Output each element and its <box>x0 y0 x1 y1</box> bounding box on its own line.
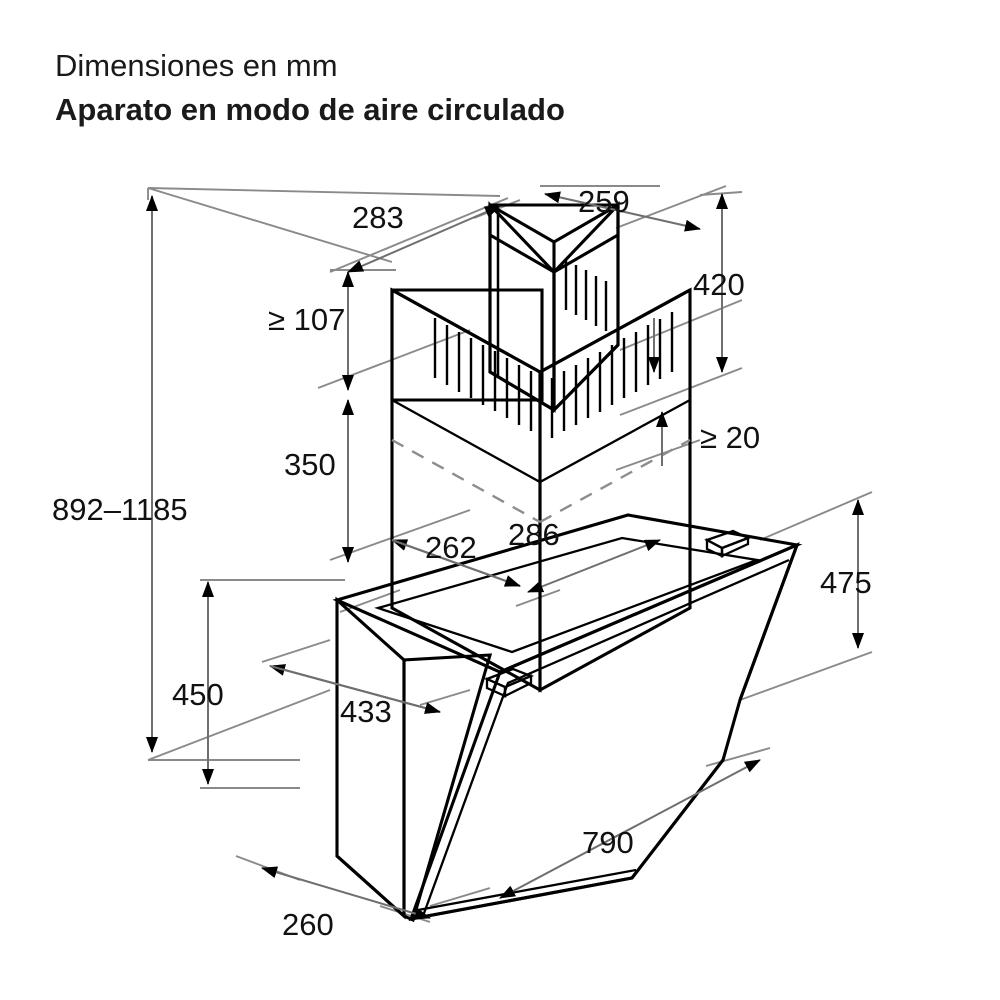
drawing-subtitle: Dimensiones en mm <box>55 48 338 83</box>
mounting-clip-left <box>483 667 535 698</box>
mounting-clip-right <box>704 529 751 558</box>
label-right-height: 475 <box>820 565 872 600</box>
dimension-labels: 892–1185 ≥ 107 350 283 259 420 ≥ 20 262 … <box>52 184 872 942</box>
label-chimney-lower: 350 <box>284 447 336 482</box>
dim-front-panel-b <box>269 665 441 714</box>
dim-chimney-top-depth <box>347 205 501 273</box>
duct-inner-slats <box>564 260 608 331</box>
dim-hood-depth <box>261 866 431 920</box>
label-chimney-upper: ≥ 107 <box>268 302 345 337</box>
hidden-lines <box>391 438 691 524</box>
label-body-width: 286 <box>508 517 560 552</box>
label-hood-height: 450 <box>172 677 224 712</box>
drawing-title: Aparato en modo de aire circulado <box>55 92 565 127</box>
label-hood-depth: 260 <box>282 907 334 942</box>
dim-chimney-top-width <box>544 191 701 232</box>
label-chimney-top-width: 259 <box>578 184 630 219</box>
label-hood-width: 790 <box>582 825 634 860</box>
dimension-lines <box>146 191 864 920</box>
vent-slats-left <box>433 318 533 431</box>
label-chimney-side-height: 420 <box>693 267 745 302</box>
label-body-depth: 262 <box>425 530 477 565</box>
label-chimney-top-depth: 283 <box>352 200 404 235</box>
dim-body-depth-b <box>391 539 521 587</box>
label-total-height: 892–1185 <box>52 492 188 527</box>
vent-slats-right <box>550 312 674 438</box>
dim-hood-width <box>499 759 761 899</box>
label-clearance: ≥ 20 <box>700 420 760 455</box>
dim-body-width <box>527 539 661 593</box>
extension-lines <box>147 185 873 923</box>
label-front-panel: 433 <box>340 694 392 729</box>
